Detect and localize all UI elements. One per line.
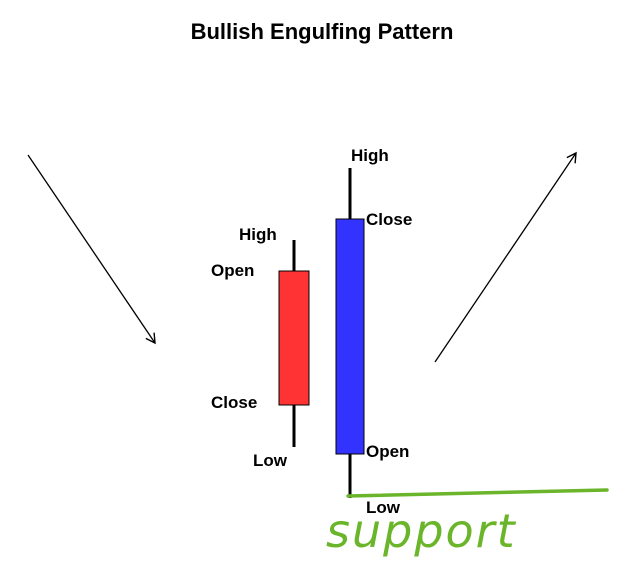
diagram-title: Bullish Engulfing Pattern (191, 19, 454, 44)
bullish-low-label: Low (366, 498, 401, 517)
downtrend-arrow (27, 154, 156, 345)
bearish-open-label: Open (211, 261, 254, 280)
bullish-candle-body (335, 218, 365, 455)
uptrend-arrow (434, 151, 577, 363)
bearish-candle-body (278, 270, 310, 406)
bullish-candle (335, 168, 365, 498)
support-line (346, 488, 609, 498)
bearish-low-label: Low (253, 451, 288, 470)
bearish-high-label: High (239, 225, 277, 244)
bearish-close-label: Close (211, 393, 257, 412)
support-label: support (326, 504, 517, 558)
bullish-close-label: Close (366, 210, 412, 229)
bearish-candle (278, 240, 310, 447)
bullish-open-label: Open (366, 442, 409, 461)
bullish-high-label: High (351, 146, 389, 165)
